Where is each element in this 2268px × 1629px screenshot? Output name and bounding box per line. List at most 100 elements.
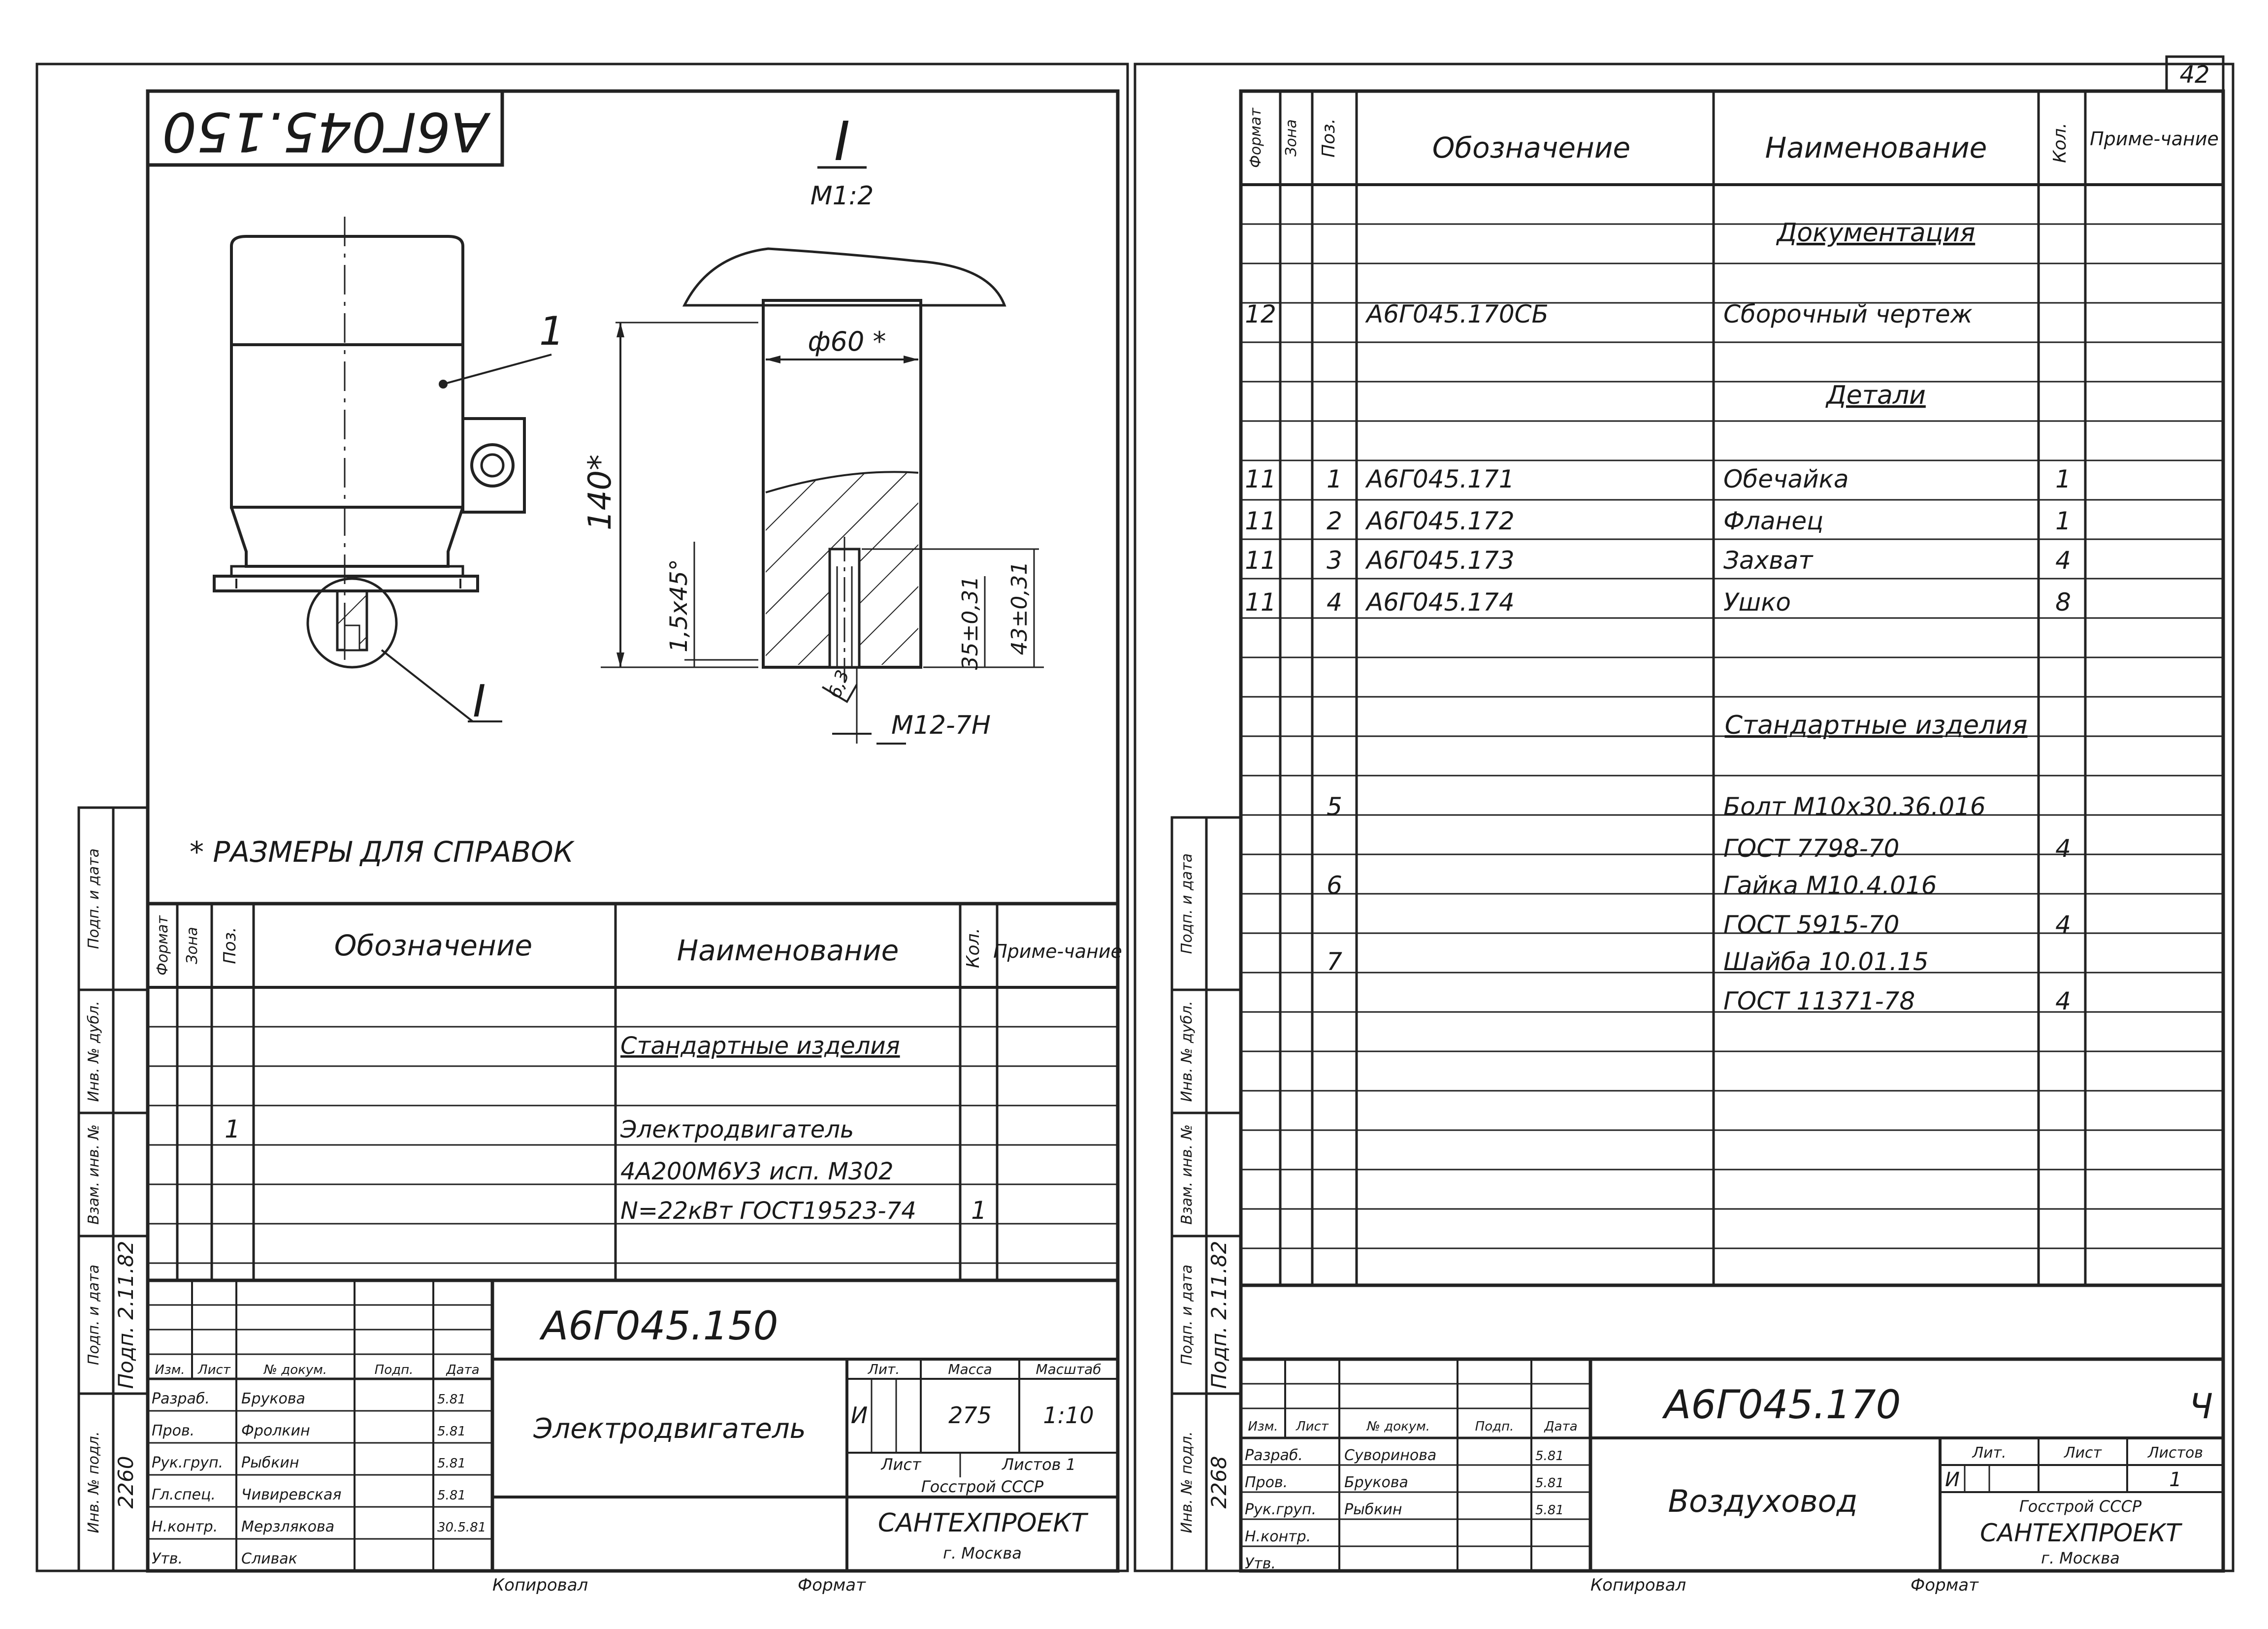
right-margin-label-0: Инв. № подл. xyxy=(1178,1432,1196,1533)
left-stamp-box xyxy=(146,89,504,167)
left-sign-date-4: 30.5.81 xyxy=(437,1520,486,1535)
left-margin-labels: Инв. № подл. Подп. и дата Взам. инв. № И… xyxy=(85,848,138,1533)
right-margin-label-4: Подп. и дата xyxy=(1178,853,1196,954)
right-row-10-name: Гайка М10.4.016 xyxy=(1723,871,1937,900)
detail-scale: М1:2 xyxy=(810,181,874,211)
left-sign-hdr-3: Подп. xyxy=(375,1363,414,1377)
right-spec-table xyxy=(1239,89,2225,1287)
right-row-9-name: ГОСТ 7798-70 xyxy=(1723,834,1899,863)
right-sign-date-2: 5.81 xyxy=(1535,1503,1564,1518)
left-row-1-pos: 1 xyxy=(225,1115,240,1143)
left-row-0-name: Стандартные изделия xyxy=(620,1032,900,1060)
right-row-5-name: Захват xyxy=(1723,546,1814,575)
dim-diameter: ф60 * xyxy=(808,326,886,357)
right-copied-label: Копировал xyxy=(1590,1575,1686,1595)
left-hdr-pos: Поз. xyxy=(220,927,240,964)
right-row-12-pos: 7 xyxy=(1327,947,1342,976)
left-margin-label-3: Инв. № дубл. xyxy=(85,1001,102,1102)
right-sign-role-2: Рук.груп. xyxy=(1245,1501,1316,1518)
right-row-3-pos: 1 xyxy=(1327,465,1342,493)
right-sign-role-1: Пров. xyxy=(1245,1474,1288,1491)
right-row-3-name: Обечайка xyxy=(1723,465,1848,493)
right-row-5-qty: 4 xyxy=(2055,546,2071,575)
right-spec-row-lines xyxy=(1241,223,2223,1249)
left-format-label: Формат xyxy=(798,1575,866,1595)
right-sign-name-0: Суворинова xyxy=(1344,1447,1436,1464)
right-row-4-name: Фланец xyxy=(1723,507,1823,535)
left-title-code: А6Г045.150 xyxy=(539,1303,778,1349)
left-copied-label: Копировал xyxy=(492,1575,588,1595)
right-row-6-format: 11 xyxy=(1245,588,1276,617)
right-margin-label-3: Инв. № дубл. xyxy=(1178,1001,1196,1102)
right-title-code: А6Г045.170 xyxy=(1661,1382,1901,1428)
right-row-0-name: Документация xyxy=(1776,218,1975,248)
detail-label: I xyxy=(834,110,850,173)
left-inner-frame xyxy=(146,89,1120,1573)
right-row-3-qty: 1 xyxy=(2055,465,2071,493)
left-sign-role-0: Разраб. xyxy=(152,1390,210,1407)
dim-35: 35±0,31 xyxy=(958,576,983,670)
left-margin-label-2: Взам. инв. № xyxy=(85,1124,102,1225)
right-sign-header: Изм. Лист № докум. Подп. Дата xyxy=(1248,1419,1577,1434)
right-row-6-pos: 4 xyxy=(1327,588,1342,617)
right-row-9-qty: 4 xyxy=(2055,834,2071,863)
left-margin-value-1: Подп. 2.11.82 xyxy=(114,1241,138,1389)
right-sign-name-2: Рыбкин xyxy=(1344,1501,1402,1518)
right-row-7-name: Стандартные изделия xyxy=(1725,711,2028,740)
left-hdr-qty: Кол. xyxy=(963,928,983,968)
left-sign-hdr-2: № докум. xyxy=(263,1363,327,1377)
right-margin-labels: Инв. № подл. Подп. и дата Взам. инв. № И… xyxy=(1178,853,1231,1533)
left-mass-label: Масса xyxy=(948,1361,992,1377)
right-margin-value-0: 2268 xyxy=(1207,1456,1231,1509)
right-row-4-format: 11 xyxy=(1245,507,1276,535)
right-sign-name-1: Брукова xyxy=(1344,1474,1408,1491)
right-row-1-format: 12 xyxy=(1245,300,1276,328)
right-title-name: Воздуховод xyxy=(1668,1483,1858,1519)
left-scale-label: Масштаб xyxy=(1036,1361,1101,1377)
left-hdr-note: Приме-чание xyxy=(993,941,1122,962)
left-margin-label-0: Инв. № подл. xyxy=(85,1432,102,1533)
right-hdr-format: Формат xyxy=(1247,107,1264,168)
left-mass-value: 275 xyxy=(948,1402,992,1429)
left-margin-value-0: 2260 xyxy=(114,1456,138,1509)
left-row-2-name: 4А200М6У3 исп. М302 xyxy=(620,1158,894,1185)
left-org-line-2: САНТЕХПРОЕКТ xyxy=(878,1508,1089,1538)
right-format-label: Формат xyxy=(1911,1575,1979,1595)
right-org-line-3: г. Москва xyxy=(2041,1549,2120,1567)
right-sign-date-0: 5.81 xyxy=(1535,1449,1564,1464)
right-hdr-designation: Обозначение xyxy=(1432,131,1630,164)
right-outer-frame xyxy=(1134,63,2235,1572)
right-row-5-designation: А6Г045.173 xyxy=(1365,546,1515,575)
left-row-3-qty: 1 xyxy=(971,1196,987,1225)
left-sheet-label: Лист xyxy=(880,1455,921,1474)
right-row-4-qty: 1 xyxy=(2055,507,2071,535)
right-row-11-qty: 4 xyxy=(2055,911,2071,939)
left-sign-name-5: Сливак xyxy=(241,1550,297,1567)
right-sign-hdr-0: Изм. xyxy=(1248,1419,1278,1434)
right-sign-hdr-1: Лист xyxy=(1296,1419,1329,1434)
right-lit-label: Лит. xyxy=(1972,1444,2006,1462)
right-row-4-pos: 2 xyxy=(1327,507,1342,535)
right-hdr-qty: Кол. xyxy=(2050,123,2070,163)
left-sign-role-2: Рук.груп. xyxy=(152,1454,223,1471)
left-margin-label-4: Подп. и дата xyxy=(85,848,102,949)
right-sign-role-0: Разраб. xyxy=(1245,1447,1303,1464)
left-row-1-name: Электродвигатель xyxy=(620,1116,854,1143)
right-row-6-name: Ушко xyxy=(1723,588,1791,617)
right-row-8-pos: 5 xyxy=(1327,792,1342,821)
right-lit-value: И xyxy=(1945,1468,1960,1491)
right-sign-role-4: Утв. xyxy=(1245,1555,1276,1572)
dim-thread: М12-7Н xyxy=(891,711,991,740)
motor-drawing xyxy=(213,217,552,722)
right-margin-value-1: Подп. 2.11.82 xyxy=(1207,1241,1231,1389)
right-row-3-format: 11 xyxy=(1245,465,1276,493)
left-hdr-zone: Зона xyxy=(184,927,201,964)
right-row-10-pos: 6 xyxy=(1327,871,1342,900)
left-sign-name-4: Мерзлякова xyxy=(241,1518,334,1535)
left-spec-rows: Стандартные изделия 1 Электродвигатель 4… xyxy=(225,1032,987,1225)
left-stamp-code: А6Г045.150 xyxy=(162,100,490,163)
left-sign-hdr-4: Дата xyxy=(446,1363,479,1377)
